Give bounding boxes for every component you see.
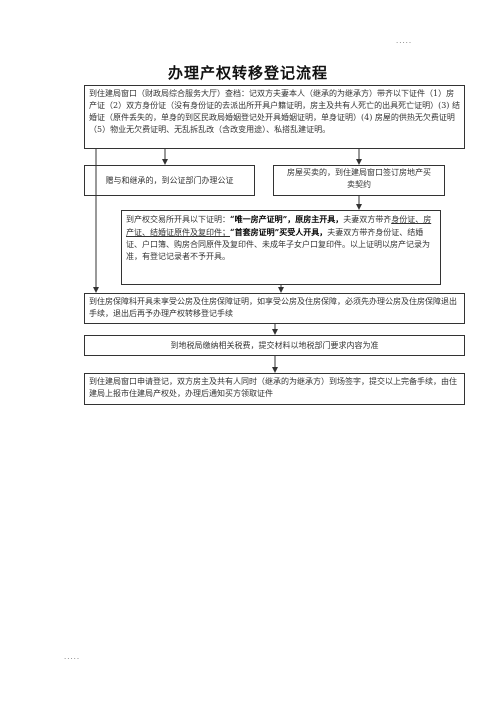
proof-rest: 夫妻双方带齐身份证、结婚证、户口簿、购房合同原件及复印件、未成年子女户口复印件。… — [126, 228, 430, 261]
proof-mid1: 夫妻双方带齐 — [343, 215, 392, 224]
proof-intro: 到产权交易所开具以下证明： — [126, 215, 230, 224]
footer-dots: ..... — [64, 653, 81, 661]
step-notary-branch: 赠与和继承的，到公证部门办理公证 — [84, 165, 255, 196]
proof-sole-house: “唯一房产证明”，原房主开具， — [230, 214, 344, 224]
step-notary-branch-text: 赠与和继承的，到公证部门办理公证 — [105, 175, 234, 185]
step-registration: 到住建局窗口申请登记，双方房主及共有人同时（继承的为继承方）到场签字，提交以上完… — [84, 373, 465, 405]
step-tax-payment-text: 到地税局缴纳相关税费，提交材料以地税部门要求内容为准 — [170, 340, 379, 350]
step-tax-payment: 到地税局缴纳相关税费，提交材料以地税部门要求内容为准 — [84, 335, 465, 356]
proof-first-house: “首套房证明”买受人开具， — [230, 227, 328, 237]
step-sale-contract-text: 房屋买卖的，到住建局窗口签订房地产买卖契约 — [287, 168, 431, 189]
step-housing-security: 到住房保障科开具未享受公房及住房保障证明，如享受公房及住房保障，必须先办理公房及… — [84, 293, 465, 324]
step-sale-contract: 房屋买卖的，到住建局窗口签订房地产买卖契约 — [273, 165, 445, 196]
proof-mid2: 身份证、房产证、结婚证原件及复印件； — [126, 215, 432, 237]
step-property-proof: 到产权交易所开具以下证明：“唯一房产证明”，原房主开具，夫妻双方带齐身份证、房产… — [121, 210, 441, 285]
step-archive-check-text: 到住建局窗口（财政局综合服务大厅）查档：记双方夫妻本人（继承的为继承方）带齐以下… — [89, 89, 460, 134]
page-title: 办理产权转移登记流程 — [167, 64, 328, 82]
step-archive-check: 到住建局窗口（财政局综合服务大厅）查档：记双方夫妻本人（继承的为继承方）带齐以下… — [84, 85, 465, 149]
step-housing-security-text: 到住房保障科开具未享受公房及住房保障证明，如享受公房及住房保障，必须先办理公房及… — [89, 297, 457, 318]
header-dots: ..... — [396, 37, 413, 45]
step-registration-text: 到住建局窗口申请登记，双方房主及共有人同时（继承的为继承方）到场签字，提交以上完… — [89, 377, 457, 398]
